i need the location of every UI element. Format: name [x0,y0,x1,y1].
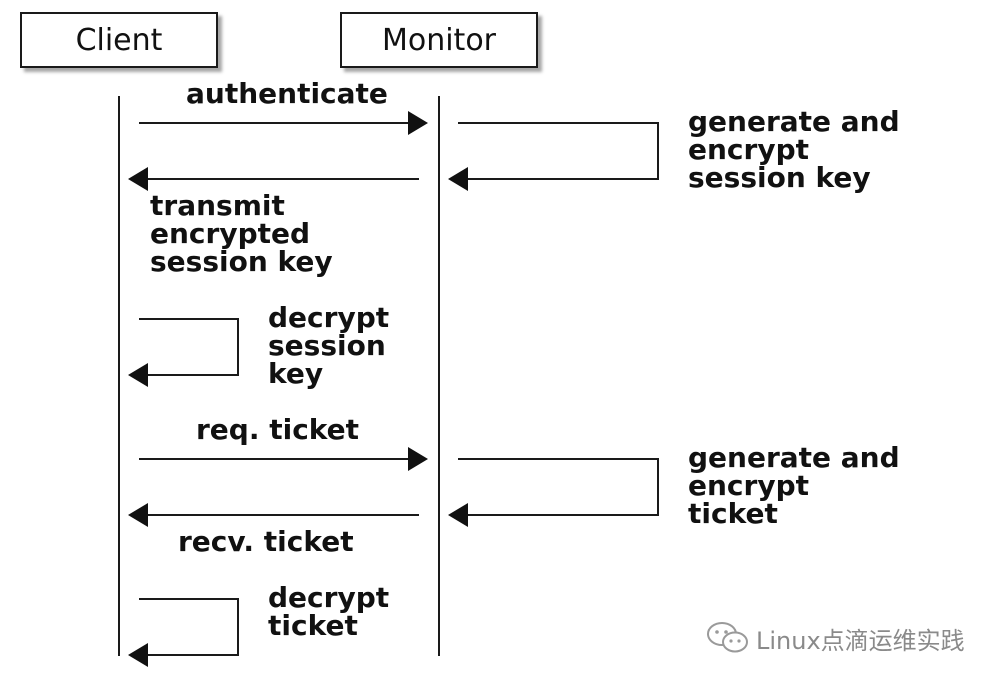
monitor-gen-key-label: generate and encrypt session key [688,108,900,192]
transmit-line-1: transmit [150,189,285,222]
client-decrypt-key-line-2: session [268,329,386,362]
transmit-arrow [128,167,419,191]
wechat-icon [707,622,748,653]
monitor-self-arrow-ticket [448,458,659,527]
transmit-line-3: session key [150,245,333,278]
monitor-gen-ticket-line-3: ticket [688,497,778,530]
client-decrypt-key-line-1: decrypt [268,301,390,334]
recv-ticket-arrow [128,503,419,527]
monitor-gen-key-line-2: encrypt [688,133,810,166]
client-decrypt-ticket-line-2: ticket [268,609,358,642]
client-self-arrow-key [128,318,239,387]
req-ticket-arrow [139,447,428,471]
client-decrypt-ticket-line-1: decrypt [268,581,390,614]
monitor-participant: Monitor [340,12,538,68]
monitor-gen-ticket-label: generate and encrypt ticket [688,444,900,528]
authenticate-label: authenticate [186,77,388,110]
monitor-gen-key-line-3: session key [688,161,871,194]
monitor-gen-ticket-line-1: generate and [688,441,900,474]
client-participant: Client [20,12,218,68]
client-decrypt-key-label: decrypt session key [268,304,389,388]
client-self-arrow-ticket [128,598,239,667]
monitor-gen-key-line-1: generate and [688,105,900,138]
monitor-self-arrow-key [448,122,659,191]
client-decrypt-ticket-label: decrypt ticket [268,584,389,640]
authenticate-arrow [139,111,428,135]
transmit-label: transmit encrypted session key [150,192,333,276]
transmit-line-2: encrypted [150,217,311,250]
watermark-text: Linux点滴运维实践 [756,626,965,655]
monitor-gen-ticket-line-2: encrypt [688,469,810,502]
watermark: Linux点滴运维实践 [706,620,965,656]
client-decrypt-key-line-3: key [268,357,324,390]
recv-ticket-label: recv. ticket [178,525,354,558]
req-ticket-label: req. ticket [196,413,360,446]
